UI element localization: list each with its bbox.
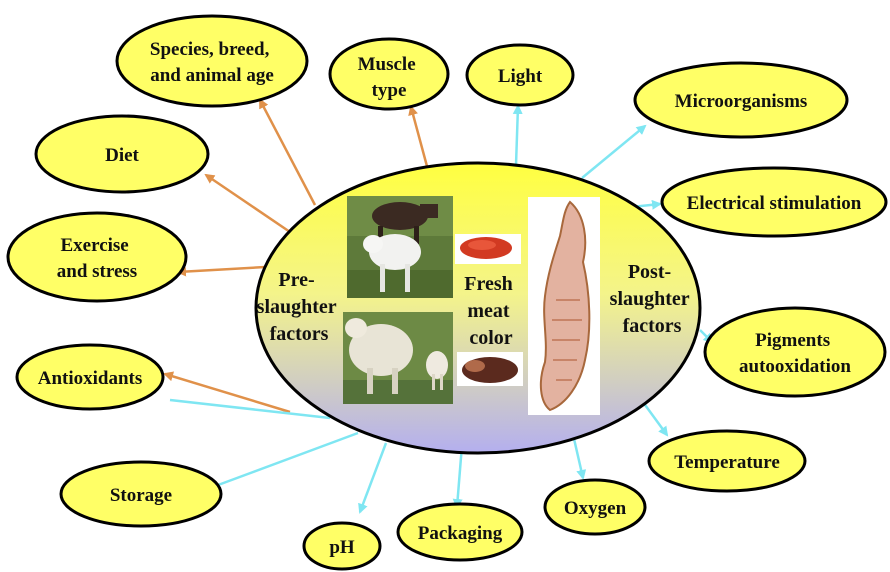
arrow-to-ph <box>358 442 388 514</box>
arrow-to-packaging <box>452 444 464 509</box>
arrow-to-exercise <box>176 265 266 277</box>
bubble-exercise-text: Exercise and stress <box>57 235 137 282</box>
arrow-to-muscle-type <box>408 105 430 171</box>
bubble-light: Light <box>465 43 575 107</box>
bubble-species-text: Species, breed, and animal age <box>150 39 274 86</box>
fresh-meat-color-label: Fresh meat color <box>464 273 518 349</box>
bubble-antioxidants: Antioxidants <box>15 343 165 411</box>
bubble-pigments-text: Pigments autooxidation <box>739 330 851 377</box>
arrow-to-storage <box>208 431 359 490</box>
bubble-packaging: Packaging <box>396 502 524 562</box>
bubble-antioxidants-text: Antioxidants <box>38 368 143 389</box>
bubble-packaging-text: Packaging <box>418 523 503 544</box>
bubble-microorganisms-text: Microorganisms <box>675 91 808 112</box>
arrow-to-light <box>512 104 523 166</box>
bubble-pigments-autooxidation: Pigments autooxidation <box>703 306 887 398</box>
bubble-electrical-text: Electrical stimulation <box>687 193 862 214</box>
arrow-to-microorganisms <box>581 124 647 179</box>
fresh-meat-photo <box>455 234 521 264</box>
bubble-species-breed-age: Species, breed, and animal age <box>115 14 309 108</box>
arrow-to-species <box>258 98 317 206</box>
center-labels: Pre- slaughter factors Fresh meat color … <box>257 261 695 349</box>
arrow-to-antioxidants <box>163 371 291 414</box>
bubble-exercise-stress: Exercise and stress <box>6 211 188 303</box>
arrow-to-antioxidants-cyan <box>169 398 331 420</box>
bubble-oxygen-text: Oxygen <box>564 498 627 519</box>
bubble-temperature-text: Temperature <box>674 452 780 473</box>
bubble-oxygen: Oxygen <box>543 478 647 536</box>
pre-slaughter-label: Pre- slaughter factors <box>257 269 342 345</box>
pre-slaughter-arrows <box>163 98 430 414</box>
bubble-storage-text: Storage <box>110 485 172 506</box>
dark-meat-photo <box>457 352 523 386</box>
cattle-photo <box>347 196 453 298</box>
bubble-diet: Diet <box>34 114 210 194</box>
bubble-ph: pH <box>302 521 382 571</box>
bubble-diet-text: Diet <box>105 145 139 166</box>
sheep-photo <box>343 312 453 404</box>
bubble-microorganisms: Microorganisms <box>633 61 849 139</box>
bubble-temperature: Temperature <box>647 429 807 493</box>
bubble-electrical-stimulation: Electrical stimulation <box>660 166 888 238</box>
arrow-to-diet <box>204 173 291 234</box>
bubble-ph-text: pH <box>329 537 355 558</box>
bubble-storage: Storage <box>59 460 223 528</box>
bubble-light-text: Light <box>498 66 543 87</box>
carcass-photo <box>528 197 600 415</box>
bubble-muscle-type: Muscle type <box>328 37 450 111</box>
bubble-muscle-text: Muscle type <box>358 54 421 101</box>
post-slaughter-label: Post- slaughter factors <box>610 261 695 337</box>
